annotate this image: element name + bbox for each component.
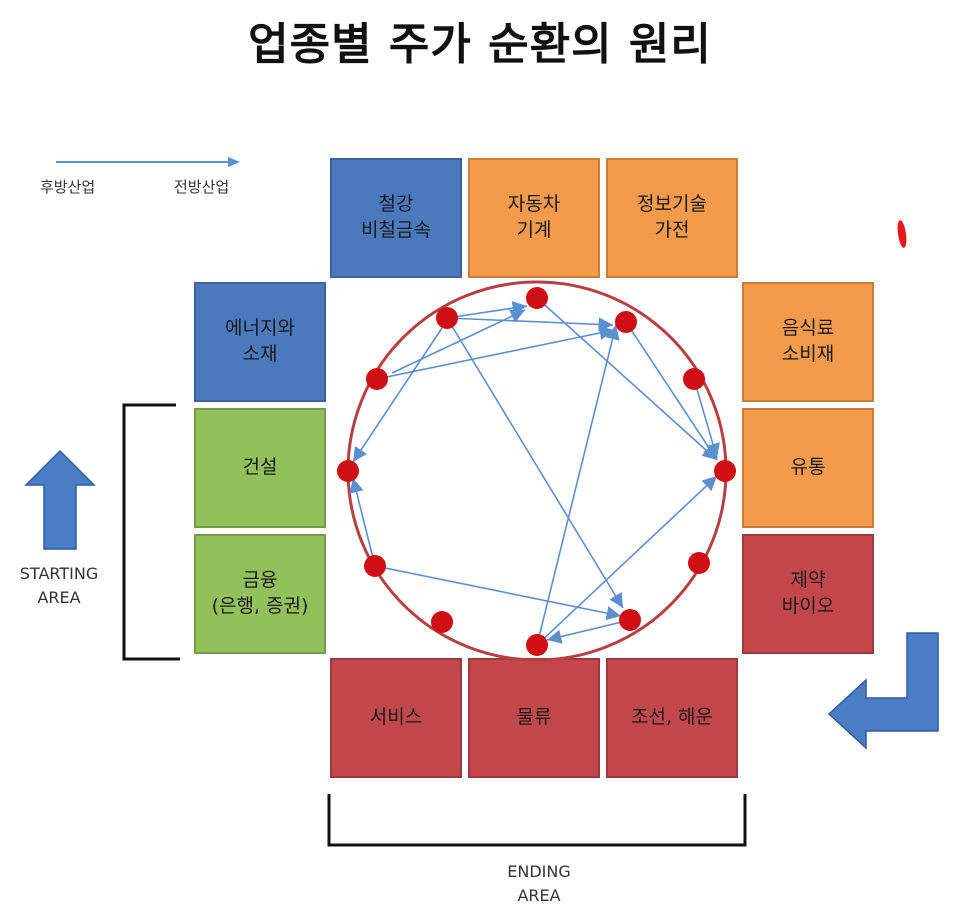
- flow-arrow: [374, 565, 622, 621]
- flow-arrow: [446, 301, 528, 319]
- sector-energy: 에너지와 소재: [194, 282, 326, 402]
- cycle-node: [688, 552, 710, 574]
- flow-arrow: [693, 378, 720, 459]
- sector-steel: 철강 비철금속: [330, 158, 462, 278]
- sector-pharma: 제약 바이오: [742, 534, 874, 654]
- legend-from-label: 후방산업: [40, 178, 96, 196]
- red-mark: [897, 220, 907, 248]
- cycle-node: [615, 311, 637, 333]
- page-title: 업종별 주가 순환의 원리: [248, 19, 712, 70]
- up-arrow-icon: [24, 449, 96, 550]
- cycle-node: [366, 368, 388, 390]
- sector-finance: 금융 (은행, 증권): [194, 534, 326, 654]
- flow-arrow: [536, 297, 718, 461]
- cycle-node: [526, 287, 548, 309]
- cycle-node: [683, 368, 705, 390]
- cycle-node: [431, 611, 453, 633]
- flow-arrow: [536, 475, 718, 646]
- flow-arrow: [446, 317, 624, 609]
- ending-area-label: ENDING AREA: [507, 862, 571, 905]
- sector-service: 서비스: [330, 658, 462, 778]
- cycle-nodes: [337, 287, 736, 656]
- cycle-node: [714, 460, 736, 482]
- flow-arrow: [391, 309, 526, 374]
- flow-arrow: [376, 325, 615, 380]
- cycle-node: [364, 555, 386, 577]
- cycle-circle: [346, 280, 728, 662]
- sector-retail: 유통: [742, 408, 874, 528]
- flow-arrow: [536, 324, 620, 646]
- sector-logistics: 물류: [468, 658, 600, 778]
- sector-it: 정보기술 가전: [606, 158, 738, 278]
- cycle-node: [337, 460, 359, 482]
- legend-arrow-icon: [56, 157, 240, 167]
- turn-left-arrow-icon: [827, 632, 939, 750]
- ending-bracket: [327, 794, 747, 847]
- cycle-node: [436, 307, 458, 329]
- cycle-node: [526, 634, 548, 656]
- flow-arrow: [349, 477, 376, 567]
- starting-area-label: STARTING AREA: [19, 564, 99, 607]
- sector-construction: 건설: [194, 408, 326, 528]
- starting-bracket: [122, 403, 180, 661]
- sector-shipping: 조선, 해운: [606, 658, 738, 778]
- flow-arrow: [625, 321, 718, 461]
- flow-arrow: [446, 317, 614, 332]
- cycle-node: [619, 609, 641, 631]
- sector-food: 음식료 소비재: [742, 282, 874, 402]
- flow-arrows: [349, 297, 720, 646]
- legend-to-label: 전방산업: [174, 178, 230, 196]
- sector-auto: 자동차 기계: [468, 158, 600, 278]
- flow-arrow: [546, 619, 631, 644]
- flow-arrow: [352, 327, 443, 463]
